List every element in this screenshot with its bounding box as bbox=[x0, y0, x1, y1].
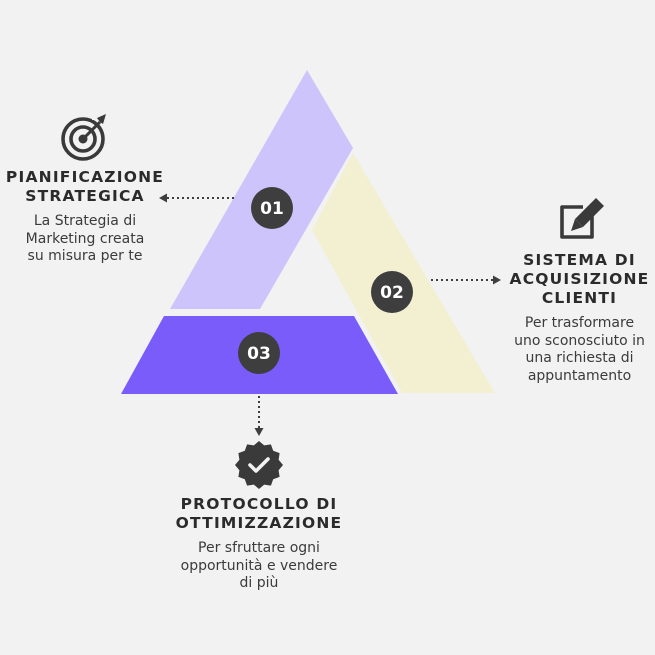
step-1-text: PIANIFICAZIONE STRATEGICA La Strategia d… bbox=[2, 168, 168, 266]
connector-2-arrow bbox=[493, 275, 501, 285]
step-badge-3: 03 bbox=[238, 332, 280, 374]
step-2-title: SISTEMA DI ACQUISIZIONE CLIENTI bbox=[509, 251, 650, 307]
step-3-description: Per sfruttare ogni opportunità e vendere… bbox=[180, 540, 338, 591]
step-badge-2: 02 bbox=[371, 271, 413, 313]
step-2-text: SISTEMA DI ACQUISIZIONE CLIENTI Per tras… bbox=[504, 251, 655, 385]
step-number-2: 02 bbox=[380, 283, 404, 303]
step-2-description: Per trasformare uno sconosciuto in una r… bbox=[514, 315, 645, 384]
connector-3-arrow bbox=[254, 428, 264, 436]
segment-2 bbox=[312, 153, 495, 393]
connector-1-arrow bbox=[159, 193, 167, 203]
step-badge-1: 01 bbox=[251, 187, 293, 229]
segment-1 bbox=[170, 70, 353, 309]
edit-icon bbox=[560, 198, 604, 239]
step-number-3: 03 bbox=[247, 344, 271, 364]
step-number-1: 01 bbox=[260, 199, 284, 219]
step-3-text: PROTOCOLLO DI OTTIMIZZAZIONE Per sfrutta… bbox=[159, 495, 359, 593]
target-icon bbox=[61, 114, 106, 161]
verified-badge-icon bbox=[235, 441, 283, 489]
step-3-title: PROTOCOLLO DI OTTIMIZZAZIONE bbox=[175, 495, 343, 532]
step-1-description: La Strategia di Marketing creata su misu… bbox=[25, 213, 145, 264]
step-1-title: PIANIFICAZIONE STRATEGICA bbox=[5, 168, 165, 205]
